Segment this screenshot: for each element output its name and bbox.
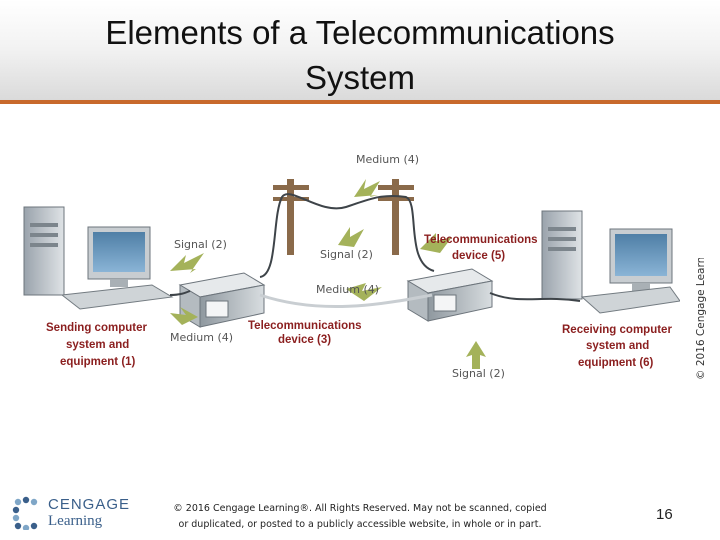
title-divider [0, 100, 720, 104]
label-telecom5-line1: Telecommunications [424, 234, 538, 246]
sending-computer [23, 206, 174, 310]
title-band [0, 0, 720, 103]
arrow-signal-mid [338, 227, 364, 247]
cables [169, 193, 581, 309]
label-sending-line2: system and [66, 339, 129, 351]
telecom-system-diagram: Medium (4) Signal (2) Signal (2) Medium … [23, 153, 680, 380]
side-copyright-text: © 2016 Cengage Learning [695, 258, 707, 380]
label-sending-line3: equipment (1) [60, 356, 136, 368]
receiving-computer [541, 210, 680, 314]
slide-title-line-1: Elements of a Telecommunications [105, 14, 615, 51]
slide-title: Elements of a Telecommunications System [40, 10, 680, 100]
telecom-device-left [178, 272, 266, 328]
sending-tower [23, 206, 65, 296]
label-telecom5-line2: device (5) [452, 250, 505, 262]
label-medium-top: Medium (4) [356, 153, 419, 166]
arrow-medium-left [170, 307, 198, 325]
footer-copyright-line-2: or duplicated, or posted to a publicly a… [178, 519, 542, 530]
arrow-signal-left [170, 253, 204, 273]
signal-arrows [170, 179, 486, 369]
label-sending-line1: Sending computer [46, 322, 147, 334]
telephone-poles [273, 179, 414, 255]
telecom-device-right [406, 268, 494, 322]
label-telecom3-line2: device (3) [278, 334, 331, 346]
label-receiving-line1: Receiving computer [562, 324, 672, 336]
label-telecom3-line1: Telecommunications [248, 320, 362, 332]
label-signal-mid: Signal (2) [320, 248, 373, 261]
label-signal-left: Signal (2) [174, 238, 227, 251]
page-number: 16 [656, 506, 673, 523]
label-medium-left: Medium (4) [170, 331, 233, 344]
logo-mark-icon [12, 496, 38, 530]
cengage-logo: CENGAGE Learning [12, 496, 132, 532]
receiving-keyboard [580, 286, 680, 314]
sending-keyboard [60, 284, 174, 310]
logo-word-learning: Learning [48, 513, 103, 529]
logo-word-cengage: CENGAGE [48, 496, 131, 513]
label-receiving-line3: equipment (6) [578, 357, 654, 369]
arrow-medium-mid [346, 283, 382, 301]
label-receiving-line2: system and [586, 340, 649, 352]
arrow-telecom5 [420, 233, 452, 253]
receiving-tower [541, 210, 583, 300]
arrow-medium-top [354, 179, 380, 197]
slide-title-line-2: System [304, 59, 416, 96]
label-medium-mid: Medium (4) [316, 283, 379, 296]
arrow-signal-bottom [466, 341, 486, 369]
side-copyright: © 2016 Cengage Learning [695, 258, 707, 380]
label-signal-bottom: Signal (2) [452, 367, 505, 380]
footer-copyright-line-1: © 2016 Cengage Learning®. All Rights Res… [173, 503, 547, 514]
footer-copyright: © 2016 Cengage Learning®. All Rights Res… [150, 501, 570, 533]
